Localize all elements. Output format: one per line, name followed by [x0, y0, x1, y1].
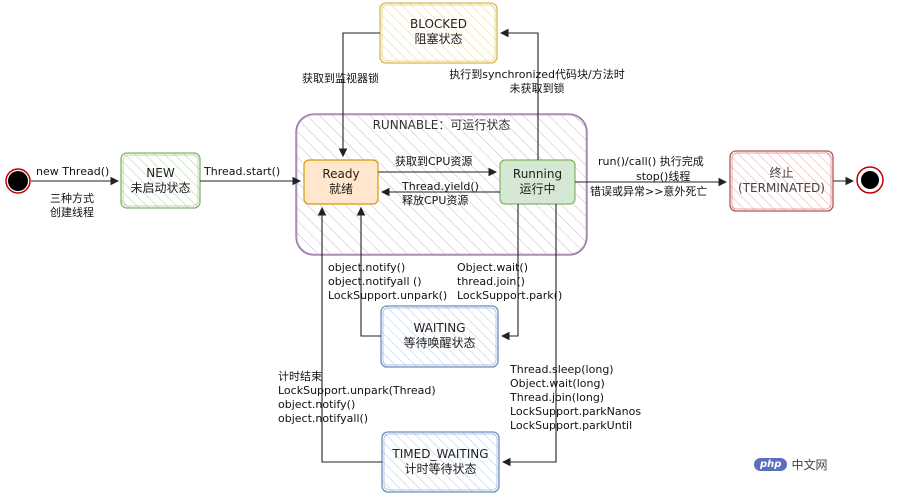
label-wait-1: thread.join()	[457, 275, 525, 288]
terminated-label: 终止 (TERMINATED)	[730, 166, 833, 196]
label-timed-4: LockSupport.parkUntil	[510, 419, 633, 432]
label-timed-3: LockSupport.parkNanos	[510, 405, 642, 418]
label-timed-1: Object.wait(long)	[510, 377, 605, 390]
waiting-label-en: WAITING	[413, 321, 466, 335]
terminated-label-en: (TERMINATED)	[738, 181, 825, 195]
edge-running-to-timed-waiting	[501, 204, 557, 467]
label-sync-fail: 执行到synchronized代码块/方法时 未获取到锁	[441, 68, 633, 96]
label-timeout-0: 计时结束	[278, 370, 322, 383]
edge-timed-waiting-to-ready	[317, 206, 382, 463]
label-timeout-3: object.notifyall()	[278, 412, 369, 425]
runnable-title: RUNNABLE：可运行状态	[372, 118, 511, 132]
watermark-text: 中文网	[791, 458, 828, 472]
new-label-cn: 未启动状态	[130, 181, 191, 195]
label-get-cpu: 获取到CPU资源	[395, 155, 473, 168]
label-notify-0: object.notify()	[328, 261, 406, 274]
label-create-ways-0: 三种方式	[50, 192, 94, 205]
label-wait-0: Object.wait()	[457, 261, 529, 274]
watermark: php 中文网	[754, 456, 827, 473]
timed-waiting-label: TIMED_WAITING 计时等待状态	[382, 447, 499, 477]
label-thread-start: Thread.start()	[204, 165, 281, 178]
label-timed-2: Thread.join(long)	[510, 391, 605, 404]
ready-label: Ready 就绪	[304, 167, 378, 197]
label-notify-1: object.notifyall ()	[328, 275, 422, 288]
label-stop: stop()线程	[636, 170, 691, 183]
label-release-cpu: 释放CPU资源	[402, 194, 469, 207]
ready-label-en: Ready	[322, 167, 360, 181]
label-timeout-list: 计时结束 LockSupport.unpark(Thread) object.n…	[278, 370, 436, 426]
label-notify-list: object.notify() object.notifyall () Lock…	[328, 261, 447, 303]
waiting-label-cn: 等待唤醒状态	[403, 336, 476, 350]
label-timed-list: Thread.sleep(long) Object.wait(long) Thr…	[510, 363, 641, 433]
edge-running-to-waiting	[500, 204, 519, 341]
blocked-label-cn: 阻塞状态	[414, 32, 463, 46]
label-sync-fail-1: 未获取到锁	[509, 82, 565, 95]
timed-waiting-label-en: TIMED_WAITING	[392, 447, 489, 461]
start-node	[5, 168, 31, 194]
ready-label-cn: 就绪	[328, 182, 353, 196]
waiting-label: WAITING 等待唤醒状态	[381, 321, 498, 351]
timed-waiting-label-cn: 计时等待状态	[404, 462, 477, 476]
blocked-label-en: BLOCKED	[409, 17, 467, 31]
label-run-done: run()/call() 执行完成	[598, 155, 704, 168]
running-label: Running 运行中	[500, 167, 575, 197]
php-logo: php	[754, 458, 788, 471]
new-label: NEW 未启动状态	[121, 166, 200, 196]
label-timeout-1: LockSupport.unpark(Thread)	[278, 384, 436, 397]
edge-running-to-blocked	[499, 28, 539, 160]
label-create-ways-1: 创建线程	[50, 206, 94, 219]
label-wait-list: Object.wait() thread.join() LockSupport.…	[457, 261, 562, 303]
label-sync-fail-0: 执行到synchronized代码块/方法时	[449, 68, 625, 81]
label-create-ways: 三种方式 创建线程	[36, 192, 108, 220]
running-label-cn: 运行中	[519, 182, 556, 196]
label-error: 错误或异常>>意外死亡	[590, 185, 708, 198]
label-yield: Thread.yield()	[402, 180, 479, 193]
label-wait-2: LockSupport.park()	[457, 289, 563, 302]
edge-blocked-to-ready	[338, 32, 380, 158]
new-label-en: NEW	[146, 166, 175, 180]
waiting-state	[380, 305, 499, 368]
blocked-label: BLOCKED 阻塞状态	[380, 17, 497, 47]
label-timeout-2: object.notify()	[278, 398, 356, 411]
label-get-monitor: 获取到监视器锁	[302, 72, 379, 85]
label-timed-0: Thread.sleep(long)	[510, 363, 614, 376]
terminated-label-cn: 终止	[769, 166, 794, 180]
label-new-thread: new Thread()	[36, 165, 110, 178]
end-node	[856, 166, 884, 194]
edge-waiting-to-ready	[356, 206, 381, 337]
label-notify-2: LockSupport.unpark()	[328, 289, 448, 302]
ready-state	[303, 159, 379, 205]
running-label-en: Running	[512, 167, 563, 181]
